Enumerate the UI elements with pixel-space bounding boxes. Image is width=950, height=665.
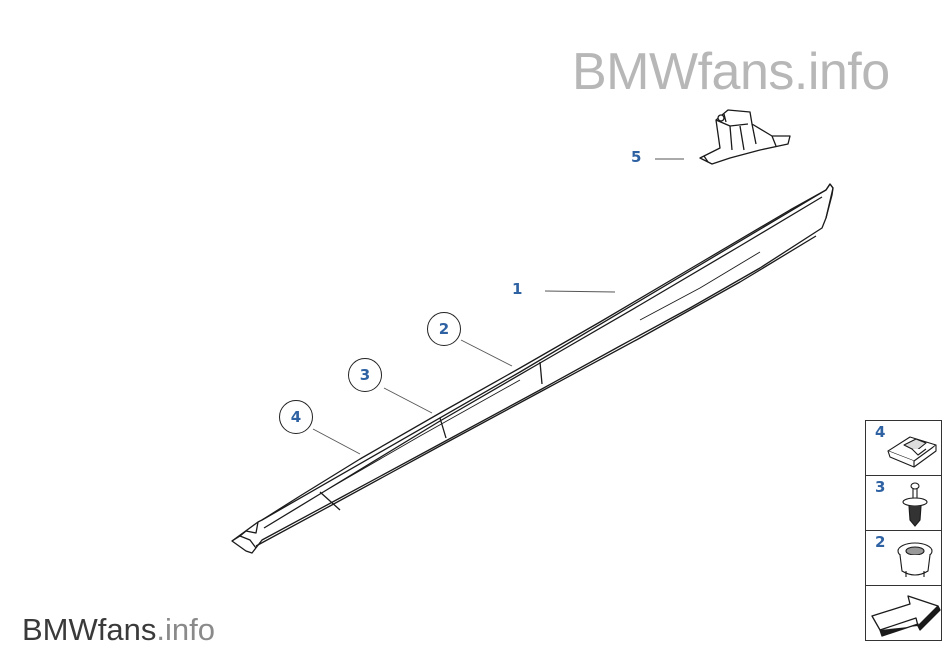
callout-part-3[interactable]: 3 (348, 358, 382, 392)
bracket-part[interactable] (699, 109, 791, 165)
legend-item-navigate[interactable] (866, 586, 941, 641)
callout-part-2-label: 2 (438, 320, 450, 338)
callout-part-4-label: 4 (290, 408, 302, 426)
watermark-top-brand: BMWfans (572, 43, 794, 101)
expanding-rivet-icon (902, 482, 928, 527)
watermark-top: BMWfans.info (572, 42, 890, 102)
side-sill-cover[interactable] (231, 183, 834, 554)
watermark-bottom-brand: BMWfans (22, 612, 157, 647)
navigate-arrow-icon (871, 595, 941, 637)
callout-part-3-label: 3 (359, 366, 371, 384)
watermark-bottom: BMWfans.info (22, 612, 215, 648)
watermark-top-tld: .info (793, 43, 890, 101)
watermark-bottom-tld: .info (156, 612, 215, 647)
callout-part-2[interactable]: 2 (427, 312, 461, 346)
callout-part-1[interactable]: 1 (512, 280, 523, 298)
callout-part-4[interactable]: 4 (279, 400, 313, 434)
callout-part-5[interactable]: 5 (631, 148, 642, 166)
clip-nut-icon (887, 436, 937, 468)
legend-number: 4 (875, 423, 886, 441)
legend-number: 3 (875, 478, 886, 496)
legend-item-grommet[interactable]: 2 (866, 531, 941, 586)
legend-item-clip-nut[interactable]: 4 (866, 421, 941, 476)
legend-item-expanding-rivet[interactable]: 3 (866, 476, 941, 531)
legend-number: 2 (875, 533, 886, 551)
grommet-icon (897, 542, 933, 577)
parts-legend: 4 3 2 (865, 420, 942, 641)
leader-lines (312, 158, 684, 455)
